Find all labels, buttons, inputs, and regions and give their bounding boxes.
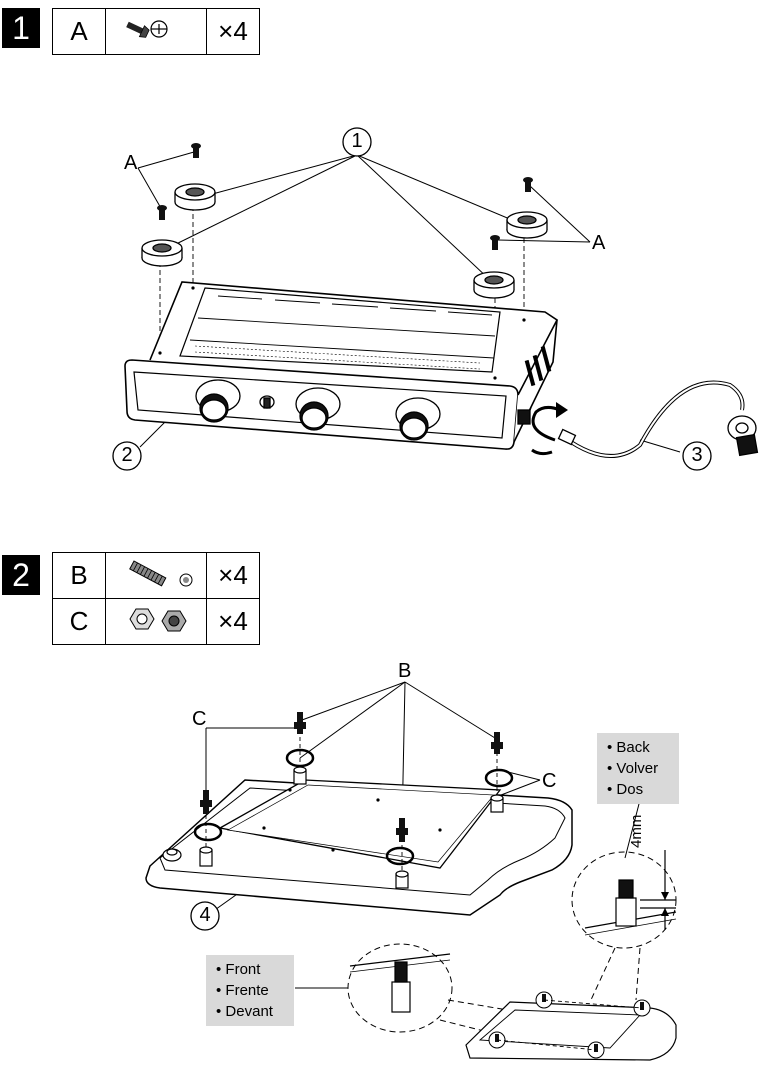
callout-1: 1 — [351, 130, 363, 152]
callout-c-right: C — [542, 770, 557, 792]
part-qty-b: ×4 — [206, 552, 260, 599]
parts-row-a: A ×4 — [52, 8, 260, 55]
part-letter-b: B — [52, 552, 106, 599]
dimension-label: 4mm — [628, 814, 645, 848]
callout-2: 2 — [121, 444, 133, 466]
callout-c-left: C — [192, 708, 207, 730]
step-1-parts-table: A ×4 — [52, 8, 260, 55]
part-qty-a: ×4 — [206, 8, 260, 55]
back-note-line: • Dos — [607, 781, 644, 798]
parts-row-b: B ×4 — [52, 552, 260, 599]
nut-icon — [105, 598, 207, 645]
callout-a-left: A — [124, 152, 138, 174]
parts-row-c: C ×4 — [52, 598, 260, 645]
front-note-line: • Frente — [216, 982, 269, 999]
back-note-line: • Volver — [607, 760, 659, 777]
front-note: • Front • Frente • Devant — [206, 955, 294, 1026]
step-1-number: 1 — [12, 9, 30, 46]
callout-a-right: A — [592, 232, 606, 254]
callout-b: B — [398, 660, 412, 682]
back-note-line: • Back — [607, 739, 650, 756]
callout-4: 4 — [199, 904, 211, 926]
step-2-badge: 2 — [2, 555, 40, 595]
step-1-badge: 1 — [2, 8, 40, 48]
front-note-line: • Devant — [216, 1003, 273, 1020]
callout-3: 3 — [691, 444, 703, 466]
front-note-line: • Front — [216, 961, 261, 978]
step-1-grill-diagram — [112, 127, 759, 471]
step-2-parts-table: B ×4 C — [52, 552, 260, 645]
part-qty-c: ×4 — [206, 598, 260, 645]
step-2-number: 2 — [12, 556, 30, 593]
back-note: • Back • Volver • Dos — [597, 733, 679, 804]
